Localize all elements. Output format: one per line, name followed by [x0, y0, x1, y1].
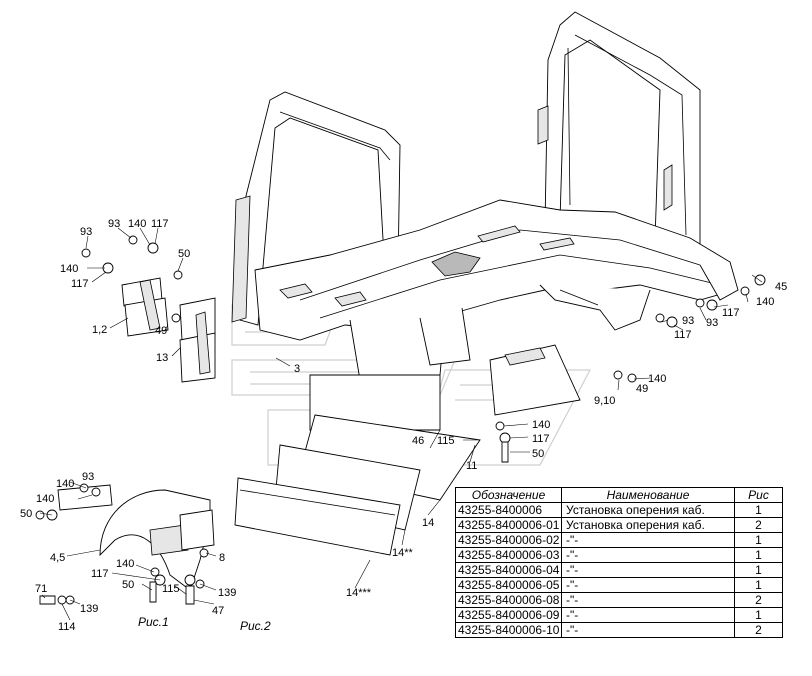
- table-cell-name: Установка оперения каб.: [561, 517, 735, 533]
- callout-140: 140: [648, 373, 666, 385]
- table-cell-name: -"-: [561, 592, 735, 608]
- table-cell-designation: 43255-8400006-01: [455, 517, 562, 533]
- callout-50: 50: [532, 448, 544, 460]
- callout-labels: 93 140 117 93 140 117 50 1,2 49 13 3 45 …: [20, 218, 787, 633]
- table-cell-figure: 1: [734, 607, 783, 623]
- callout-117: 117: [151, 218, 169, 230]
- callout-4-5: 4,5: [50, 552, 65, 564]
- callout-46: 46: [412, 435, 424, 447]
- callout-14-triple-star: 14***: [346, 587, 372, 599]
- fastener-group-right: [613, 274, 766, 383]
- table-row: 43255-8400006-02-"-1: [455, 532, 783, 548]
- table-row: 43255-8400006-03-"-1: [455, 547, 783, 563]
- callout-50: 50: [20, 508, 32, 520]
- callout-117: 117: [722, 307, 740, 319]
- callout-117: 117: [532, 433, 550, 445]
- table-cell-figure: 1: [734, 532, 783, 548]
- table-cell-name: Установка оперения каб.: [561, 502, 735, 518]
- callout-11: 11: [466, 460, 477, 472]
- table-cell-name: -"-: [561, 577, 735, 593]
- callout-93: 93: [682, 315, 694, 327]
- mudguard-bracket-group: [81, 235, 216, 383]
- table-row: 43255-8400006-10-"-2: [455, 622, 783, 638]
- callout-14-double-star: 14**: [392, 547, 414, 559]
- callout-49: 49: [636, 383, 648, 395]
- table-row: 43255-8400006-04-"-1: [455, 562, 783, 578]
- callout-93: 93: [80, 226, 92, 238]
- callout-115: 115: [437, 435, 455, 447]
- callout-45: 45: [775, 281, 787, 293]
- callout-8: 8: [219, 552, 225, 564]
- leader-lines: [39, 227, 763, 621]
- column-header-name: Наименование: [561, 487, 735, 503]
- figure-caption-1: Рис.1: [138, 615, 169, 629]
- table-row: 43255-8400006-09-"-1: [455, 607, 783, 623]
- table-cell-designation: 43255-8400006-04: [455, 562, 562, 578]
- table-cell-figure: 1: [734, 577, 783, 593]
- callout-115: 115: [162, 583, 180, 595]
- mudflap-panels: [234, 374, 511, 556]
- callout-140: 140: [128, 218, 146, 230]
- table-cell-designation: 43255-8400006-02: [455, 532, 562, 548]
- callout-117: 117: [71, 278, 89, 290]
- callout-3: 3: [294, 363, 300, 375]
- column-header-figure: Рис: [734, 487, 783, 503]
- table-cell-figure: 1: [734, 547, 783, 563]
- wheel-arch-mudguard: [35, 483, 215, 605]
- callout-93: 93: [706, 317, 718, 329]
- table-row: 43255-8400006-08-"-2: [455, 592, 783, 608]
- callout-117: 117: [91, 568, 109, 580]
- table-cell-name: -"-: [561, 607, 735, 623]
- table-cell-figure: 2: [734, 622, 783, 638]
- column-header-designation: Обозначение: [455, 487, 562, 503]
- cab-frame: [231, 11, 739, 416]
- table-cell-figure: 1: [734, 502, 783, 518]
- table-cell-name: -"-: [561, 532, 735, 548]
- callout-50: 50: [178, 248, 190, 260]
- callout-93: 93: [82, 471, 94, 483]
- callout-49: 49: [155, 325, 167, 337]
- callout-93: 93: [108, 218, 120, 230]
- callout-13: 13: [156, 352, 168, 364]
- callout-140: 140: [56, 478, 74, 490]
- callout-140: 140: [532, 419, 550, 431]
- callout-71: 71: [35, 583, 47, 595]
- callout-47: 47: [212, 605, 224, 617]
- table-cell-designation: 43255-8400006-10: [455, 622, 562, 638]
- callout-114: 114: [58, 621, 76, 633]
- callout-139: 139: [218, 587, 236, 599]
- table-cell-designation: 43255-8400006: [455, 502, 562, 518]
- table-cell-designation: 43255-8400006-03: [455, 547, 562, 563]
- table-cell-figure: 2: [734, 517, 783, 533]
- table-cell-name: -"-: [561, 547, 735, 563]
- callout-1-2: 1,2: [92, 324, 107, 336]
- table-cell-designation: 43255-8400006-08: [455, 592, 562, 608]
- table-cell-designation: 43255-8400006-05: [455, 577, 562, 593]
- assembly-variants-table: Обозначение Наименование Рис 43255-84000…: [455, 487, 783, 638]
- callout-140: 140: [60, 263, 78, 275]
- callout-140: 140: [36, 493, 54, 505]
- table-cell-figure: 1: [734, 562, 783, 578]
- figure-caption-2: Рис.2: [240, 619, 271, 633]
- callout-117: 117: [674, 329, 692, 341]
- callout-139: 139: [80, 603, 98, 615]
- table-cell-name: -"-: [561, 622, 735, 638]
- callout-50: 50: [122, 579, 134, 591]
- callout-140: 140: [756, 296, 774, 308]
- table-cell-name: -"-: [561, 562, 735, 578]
- table-header-row: Обозначение Наименование Рис: [455, 487, 783, 503]
- callout-14: 14: [422, 517, 434, 529]
- callout-140: 140: [116, 558, 134, 570]
- table-cell-designation: 43255-8400006-09: [455, 607, 562, 623]
- table-cell-figure: 2: [734, 592, 783, 608]
- callout-9-10: 9,10: [594, 395, 615, 407]
- table-row: 43255-8400006-05-"-1: [455, 577, 783, 593]
